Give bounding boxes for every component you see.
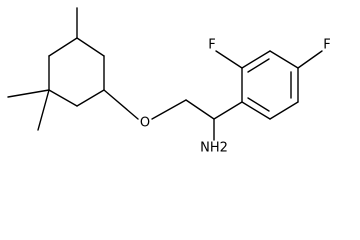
ether-linkage xyxy=(103,89,243,141)
atom-labels: O NH2 F F xyxy=(140,38,331,156)
bond xyxy=(76,89,105,107)
fluorine-bonds xyxy=(215,50,323,69)
bond xyxy=(48,89,78,107)
bond xyxy=(241,101,271,120)
molecule-structure: O NH2 F F xyxy=(7,7,331,156)
oxygen-label: O xyxy=(140,116,150,131)
bond xyxy=(103,89,139,120)
fluorine-bond xyxy=(297,50,323,69)
methyl-bond xyxy=(7,89,50,98)
bond xyxy=(269,50,299,69)
amine-label: NH2 xyxy=(200,141,228,156)
bond xyxy=(269,101,299,120)
bond xyxy=(185,99,215,120)
bond xyxy=(76,37,105,57)
bond xyxy=(213,101,243,120)
methyl-bond xyxy=(37,89,50,131)
fluorine-bond xyxy=(215,50,243,69)
fluorine-ortho-label: F xyxy=(208,38,215,53)
bond xyxy=(241,50,271,69)
methyl-groups xyxy=(7,7,78,131)
double-bond-inner xyxy=(247,58,270,73)
double-bond-inner xyxy=(247,97,270,112)
bond xyxy=(48,37,78,57)
benzene-ring xyxy=(241,50,299,120)
cyclohexane-ring xyxy=(48,37,105,107)
bond xyxy=(151,99,187,120)
fluorine-para-label: F xyxy=(323,38,330,53)
